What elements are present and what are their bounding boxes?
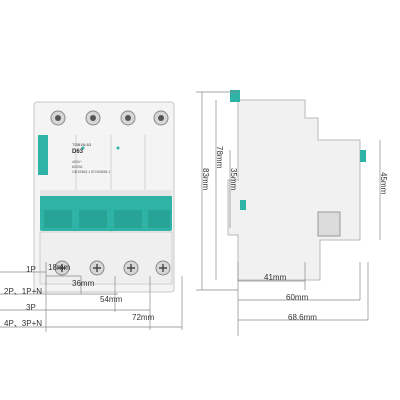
dim-depth-2: 60mm: [286, 293, 309, 302]
dim-height-total: 83mm: [201, 168, 210, 191]
rating-label: D63: [72, 149, 84, 155]
bottom-terminals: [54, 260, 171, 276]
dim-3p-label: 3P: [26, 303, 36, 312]
breaker-side-view: [227, 90, 366, 281]
toggle-handles: [40, 190, 172, 231]
spec-line-1: 400V~: [72, 160, 83, 164]
dim-height-rail: 35mm: [229, 168, 238, 191]
dim-4p-value: 72mm: [132, 313, 155, 322]
dim-2p-value: 36mm: [72, 279, 95, 288]
side-dimension-lines: [196, 91, 381, 336]
model-label: TGB1N-63: [72, 142, 92, 147]
dim-height-front: 45mm: [379, 172, 388, 195]
dim-1p-value: 18mm: [48, 263, 71, 272]
spec-line-3: GB10963.1 IEC60898-1: [72, 170, 111, 174]
dim-2p-label: 2P、1P+N: [4, 287, 43, 296]
dim-depth-1: 41mm: [264, 273, 287, 282]
dim-depth-3: 68.6mm: [288, 313, 317, 322]
top-terminals: [50, 110, 169, 126]
brand-logo: TENGEN: [40, 143, 46, 170]
dim-4p-label: 4P、3P+N: [4, 319, 43, 328]
dim-1p-label: 1P: [26, 265, 36, 274]
width-dimension-lines: [0, 262, 183, 332]
dim-height-body: 78mm: [215, 146, 224, 169]
spec-line-2: 6000A: [72, 165, 83, 169]
dim-3p-value: 54mm: [100, 295, 123, 304]
